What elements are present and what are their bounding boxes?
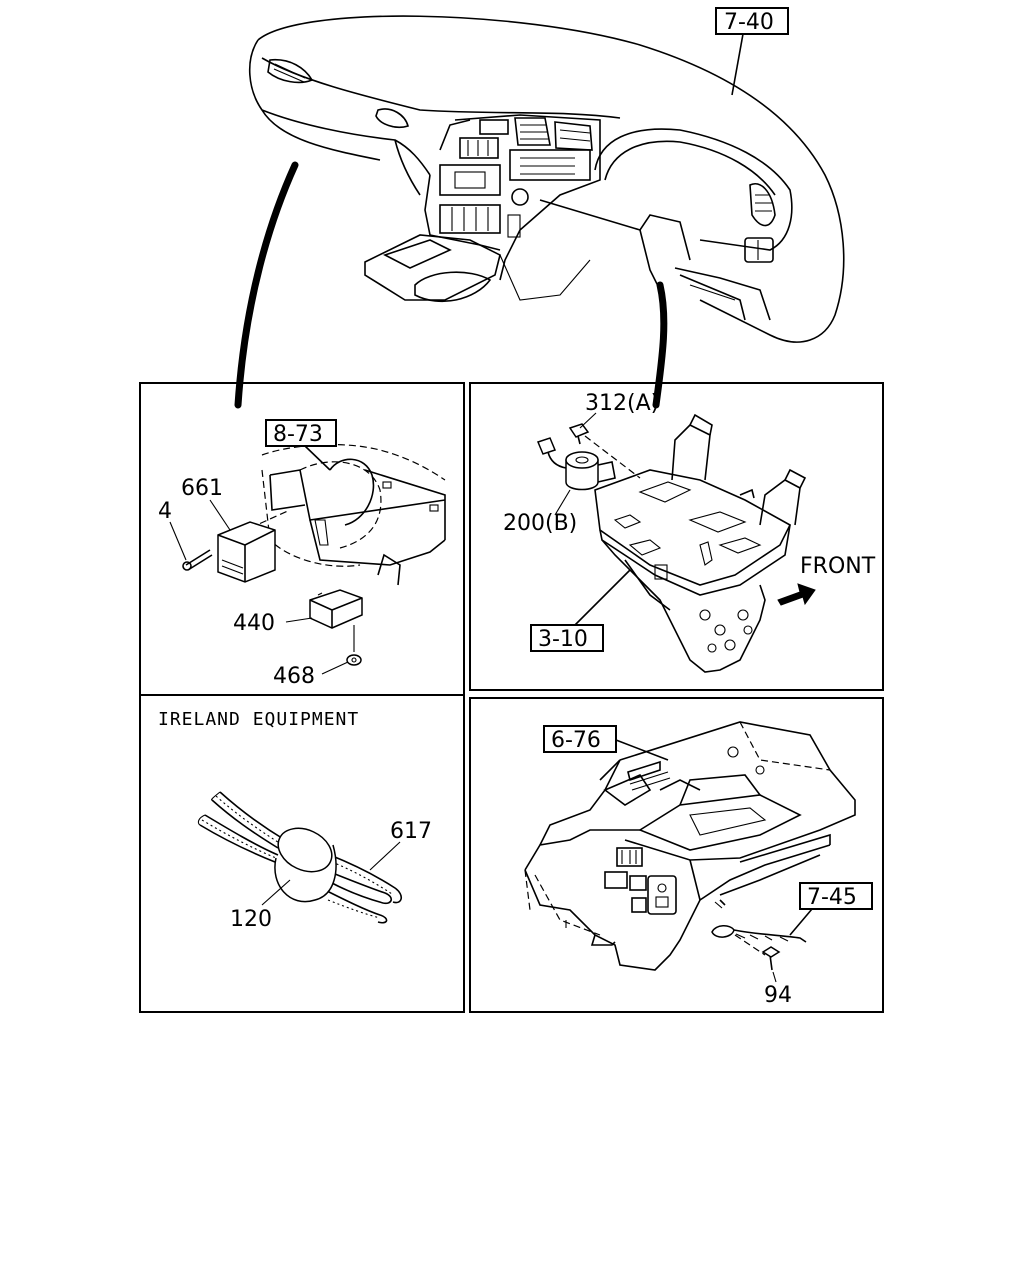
- part-4-leader: [169, 521, 187, 561]
- part-661-label: 661: [181, 476, 223, 501]
- ref-7-40-label: 7-40: [724, 10, 774, 35]
- part-440-label: 440: [233, 611, 275, 636]
- ref-box-3-10: [530, 624, 604, 652]
- part-468-leader: [321, 661, 349, 675]
- part-312a-leader: [579, 412, 597, 429]
- part-94-label: 94: [764, 983, 792, 1008]
- front-label: FRONT: [800, 554, 876, 579]
- leader-to-panel2: [652, 281, 668, 409]
- panel1-illustration: [182, 443, 446, 666]
- panel2-illustration: [536, 413, 807, 673]
- part-661-leader: [209, 499, 231, 531]
- ref-7-45-label: 7-45: [807, 885, 857, 910]
- dashboard-illustration: [248, 15, 845, 343]
- panel-bottom-right: [469, 697, 884, 1013]
- part-94-leader: [772, 971, 777, 983]
- ref-box-8-73: [265, 419, 337, 447]
- front-arrow-icon: [777, 583, 816, 606]
- part-120-label: 120: [230, 907, 272, 932]
- part-468-label: 468: [273, 664, 315, 689]
- part-617-leader: [369, 841, 401, 871]
- ref-box-6-76: [543, 725, 617, 753]
- part-4-label: 4: [158, 499, 172, 524]
- panel-bottom-left: [139, 694, 465, 1013]
- ref-6-76-leader: [615, 739, 669, 761]
- panel4-illustration: [524, 721, 856, 971]
- ireland-equipment-label: IRELAND EQUIPMENT: [158, 709, 359, 730]
- ref-8-73-label: 8-73: [273, 422, 323, 447]
- part-200b-label: 200(B): [503, 511, 577, 536]
- panel3-illustration: [197, 791, 402, 924]
- ref-3-10-label: 3-10: [538, 627, 588, 652]
- ref-box-7-45: [799, 882, 873, 910]
- ref-7-45-leader: [789, 908, 813, 936]
- ref-box-7-40: [715, 7, 789, 35]
- leader-to-panel1: [234, 161, 299, 409]
- ref-3-10-leader: [574, 569, 631, 626]
- part-312a-label: 312(A): [585, 391, 659, 416]
- panel-top-right: [469, 382, 884, 691]
- part-617-label: 617: [390, 819, 432, 844]
- part-200b-leader: [554, 489, 571, 516]
- ref-8-73-leader: [304, 445, 331, 471]
- part-120-leader: [261, 879, 291, 906]
- part-440-leader: [285, 617, 313, 623]
- ref-7-40-leader: [731, 33, 744, 96]
- ref-6-76-label: 6-76: [551, 728, 601, 753]
